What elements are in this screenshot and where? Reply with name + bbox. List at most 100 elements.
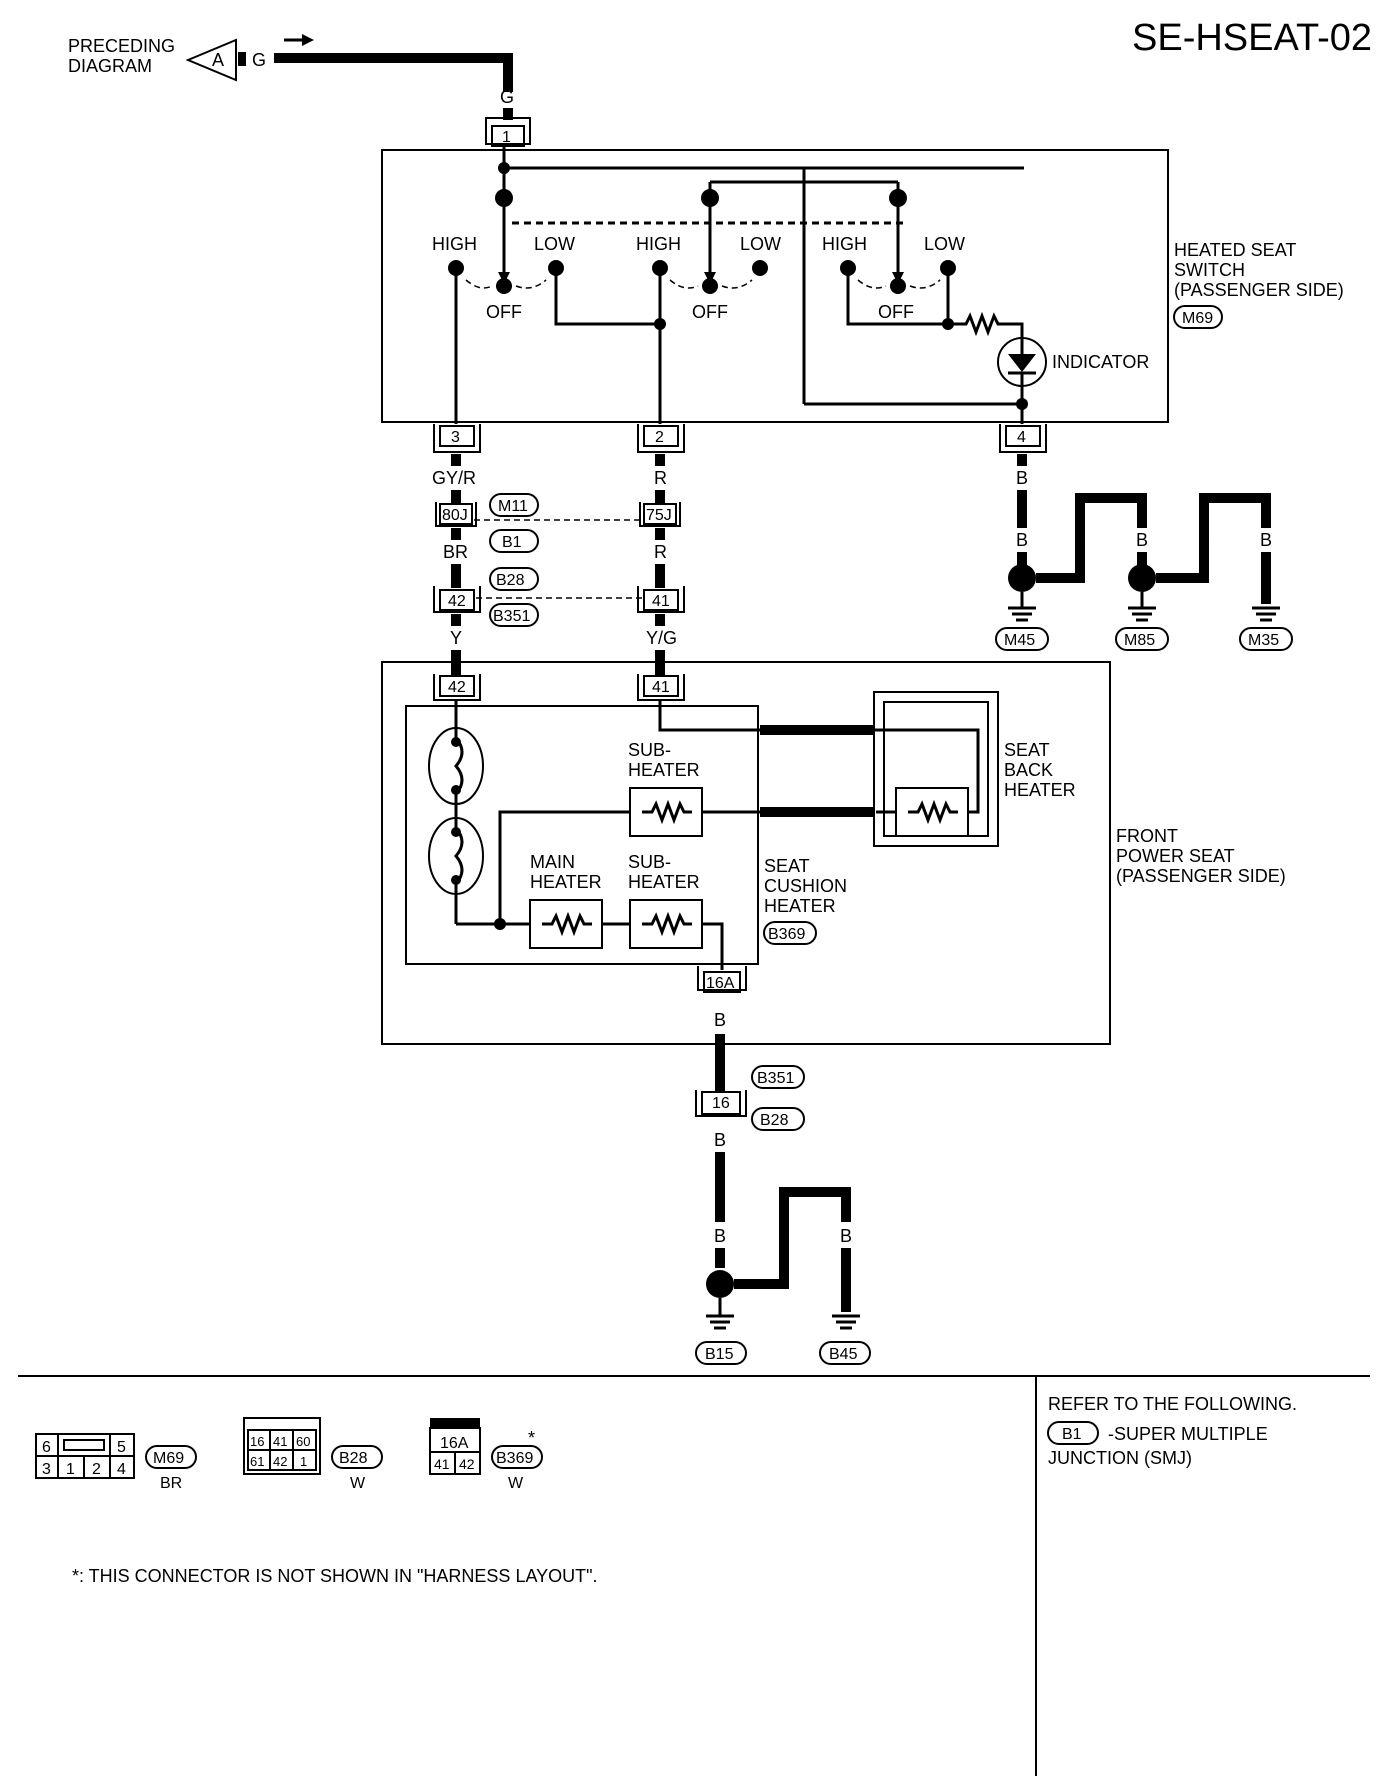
switch3-low-label: LOW [924, 234, 965, 254]
wire-label-br: BR [443, 542, 468, 562]
wire-label-b-7: B [714, 1010, 726, 1030]
thermostat-icon-lower [428, 817, 484, 895]
legend-m69-bottom-2: 2 [92, 1461, 101, 1478]
legend-b28-bottom-0: 61 [250, 1454, 264, 1469]
legend-b369-top-0: 16A [440, 1435, 469, 1452]
tag-b369-label: B369 [768, 926, 805, 943]
ground-wiring-lower: B B B [706, 1152, 860, 1330]
legend-m69-top-1: 5 [117, 1439, 126, 1456]
legend-m69-bottom-0: 3 [42, 1461, 51, 1478]
switch-terminal-4: 4 [999, 424, 1047, 453]
wire-label-y-g: Y/G [646, 628, 677, 648]
tag-b28-lower: B28 [751, 1107, 805, 1131]
wire-label-b-9: B [714, 1226, 726, 1246]
switch3-high-label: HIGH [822, 234, 867, 254]
tag-b351-lower-label: B351 [757, 1070, 794, 1087]
connector-16-label: 16 [712, 1095, 730, 1112]
seat-connector-42: 42 [433, 674, 481, 701]
seat-connector-42-label: 42 [448, 679, 466, 696]
sub-heater-lower-element [629, 899, 703, 949]
preceding-label-1: PRECEDING [68, 36, 175, 56]
switch-name-2: SWITCH [1174, 260, 1245, 280]
switch3-off-label: OFF [878, 302, 914, 322]
switch2-off-label: OFF [692, 302, 728, 322]
switch2-low-label: LOW [740, 234, 781, 254]
connector-16: 16 [695, 1090, 747, 1117]
connector-41-upper: 41 [637, 586, 685, 613]
legend-b369-bottom-0: 41 [434, 1456, 450, 1472]
sub-heater-upper-label-1: SUB- [628, 740, 671, 760]
connector-41-upper-label: 41 [652, 593, 670, 610]
seat-connector-41-label: 41 [652, 679, 670, 696]
flow-arrow-icon [302, 34, 314, 46]
ground-icon-m35 [1252, 606, 1280, 622]
indicator-label: INDICATOR [1052, 352, 1149, 372]
ground-wiring-upper: B B B B B B [1008, 454, 1280, 622]
switch-connector-tag-label: M69 [1182, 310, 1213, 327]
connector-16a-label: 16A [706, 975, 735, 992]
switch1-off-label: OFF [486, 302, 522, 322]
ground-tag-m85: M85 [1115, 627, 1169, 651]
legend-m69-color: BR [160, 1475, 182, 1492]
legend-b369-tag: B369 [496, 1450, 533, 1467]
tag-b28-upper-label: B28 [496, 572, 525, 589]
refer-tag-b1-label: B1 [1062, 1426, 1082, 1443]
legend-b369-mark: * [528, 1428, 535, 1448]
legend-m69-bottom-1: 1 [66, 1461, 75, 1478]
tag-b351-upper: B351 [489, 603, 539, 627]
switch-terminal-1: 1 [485, 117, 531, 147]
switch2-high-label: HIGH [636, 234, 681, 254]
legend-b28-bottom-1: 42 [273, 1454, 287, 1469]
legend-b369-color: W [508, 1475, 524, 1492]
junction-80j-label: 80J [442, 507, 468, 524]
connector-42-upper-label: 42 [448, 593, 466, 610]
wire-label-b-11: B [840, 1226, 852, 1246]
cushion-label-3: HEATER [764, 896, 836, 916]
diagram-title: SE-HSEAT-02 [1132, 17, 1372, 59]
preceding-label-2: DIAGRAM [68, 56, 152, 76]
seat-name-1: FRONT [1116, 826, 1178, 846]
tag-m11-label: M11 [498, 498, 528, 515]
tag-b351-upper-label: B351 [493, 608, 530, 625]
ground-icon-m45 [1008, 606, 1036, 622]
legend-b28-tag: B28 [339, 1450, 368, 1467]
ground-tag-m85-label: M85 [1124, 632, 1155, 649]
tag-b1-label: B1 [502, 534, 522, 551]
seat-cushion-heater-box [405, 705, 759, 965]
seat-connector-41: 41 [637, 674, 685, 701]
tag-b28-upper: B28 [489, 567, 539, 591]
ground-tag-b15-label: B15 [705, 1346, 734, 1363]
cushion-heater-wiring [456, 700, 760, 970]
legend-m69-top-0: 6 [42, 1439, 51, 1456]
indicator-resistor [948, 311, 1024, 342]
ground-icon-m85 [1128, 606, 1156, 622]
switch-internal-wiring: HIGH LOW OFF HIGH LOW OFF HIGH LOW OFF [432, 146, 1149, 424]
back-heater-label-2: BACK [1004, 760, 1053, 780]
seat-name-2: POWER SEAT [1116, 846, 1235, 866]
sub-heater-upper-label-2: HEATER [628, 760, 700, 780]
indicator-led-icon [997, 337, 1047, 387]
switch-terminal-4-label: 4 [1017, 429, 1026, 446]
wire-label-b-6: B [1260, 530, 1272, 550]
legend-b28-top-0: 16 [250, 1434, 264, 1449]
preceding-connector-letter: A [212, 50, 224, 70]
refer-line-1: -SUPER MULTIPLE [1108, 1424, 1268, 1444]
junction-75j: 75J [639, 502, 681, 527]
junction-80j: 80J [435, 502, 477, 527]
switch-connector-tag: M69 [1173, 305, 1223, 329]
ground-tag-b45: B45 [819, 1341, 871, 1365]
wire-label-y: Y [450, 628, 462, 648]
main-heater-label-2: HEATER [530, 872, 602, 892]
switch-terminal-2-label: 2 [655, 429, 664, 446]
thermostat-icon-upper [428, 727, 484, 805]
switch-terminal-1-label: 1 [502, 129, 511, 146]
legend-note: *: THIS CONNECTOR IS NOT SHOWN IN "HARNE… [72, 1566, 598, 1586]
connector-42-upper: 42 [433, 586, 481, 613]
tag-b28-lower-label: B28 [760, 1112, 789, 1129]
legend-m69-bottom-3: 4 [117, 1461, 126, 1478]
seat-back-heater-box [873, 691, 999, 847]
wire-label-b-2: B [1016, 530, 1028, 550]
back-heater-label-1: SEAT [1004, 740, 1050, 760]
legend-b28-top-1: 41 [273, 1434, 287, 1449]
wire-label-b-1: B [1016, 468, 1028, 488]
